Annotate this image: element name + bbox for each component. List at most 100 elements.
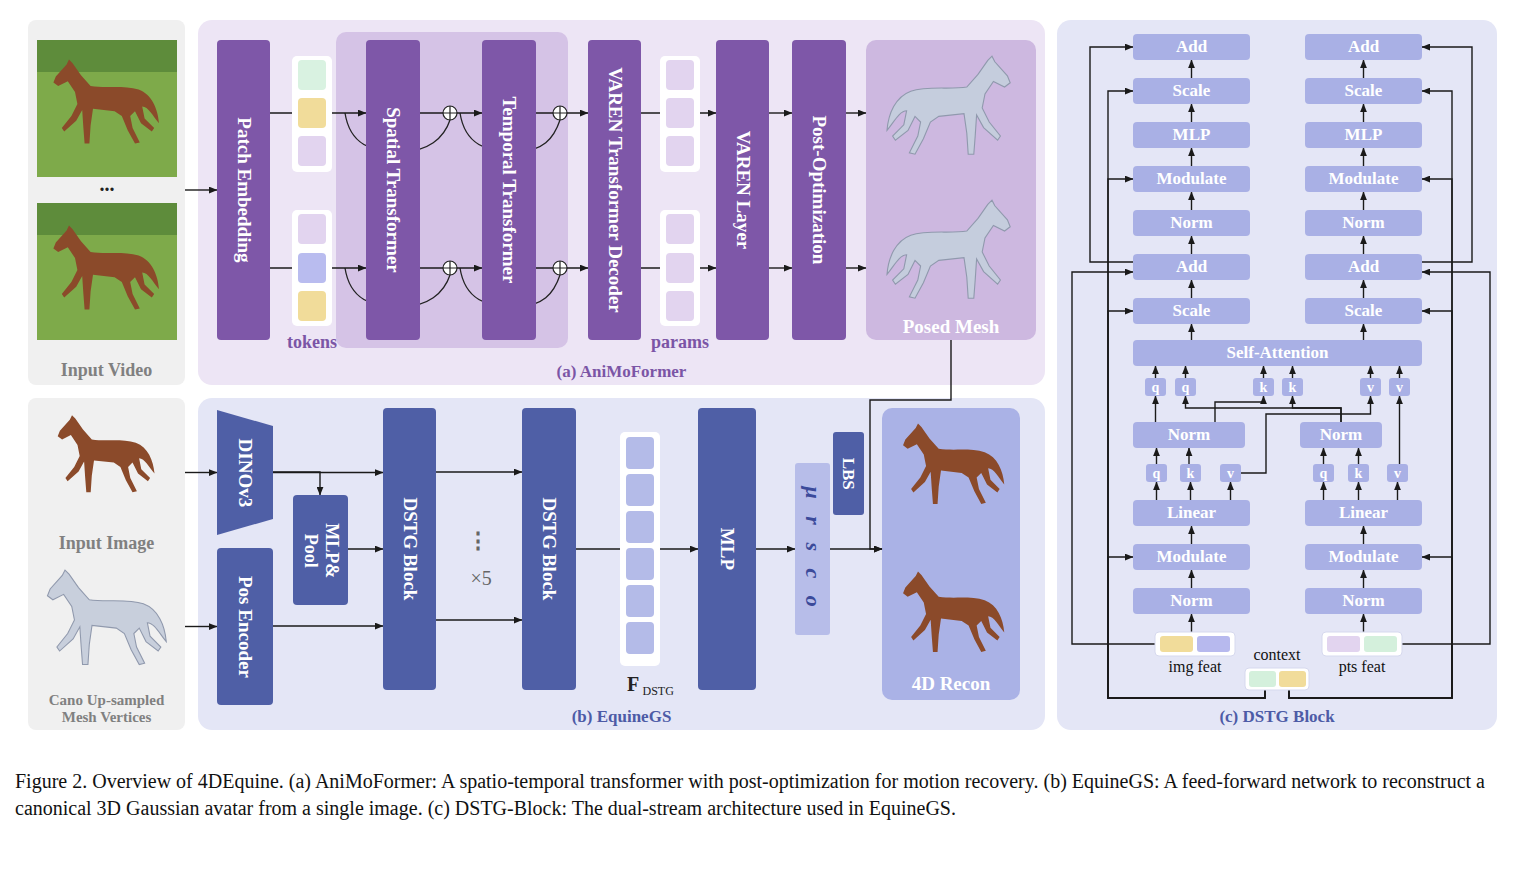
node-label: Self-Attention: [1227, 343, 1329, 363]
node-label: Linear: [1167, 503, 1216, 523]
node-label: Linear: [1339, 503, 1388, 523]
annotation-label: DSTG: [643, 685, 674, 699]
node-label: k: [1289, 380, 1297, 396]
qkv-chip: q: [1146, 464, 1167, 482]
node-label: q: [1153, 466, 1161, 482]
node-label: Add: [1348, 257, 1379, 277]
node-label: Scale: [1173, 301, 1211, 321]
text-holder: Spatial Transformer: [382, 45, 404, 335]
node-label: v: [1396, 380, 1403, 396]
text-holder: Add: [1133, 257, 1250, 277]
text-holder: k: [1253, 378, 1274, 396]
process-box: Norm: [1133, 422, 1245, 448]
output-panel: 4D Recon: [882, 408, 1020, 700]
node-label: Pos Encoder: [234, 575, 256, 677]
text-holder: Norm: [1305, 591, 1422, 611]
node-label: μ r s c o: [800, 486, 825, 612]
process-box: Norm: [1300, 422, 1382, 448]
node-label: Norm: [1320, 425, 1362, 445]
node-label: q: [1182, 380, 1190, 396]
trapezoid-shape: [217, 410, 273, 535]
node-label: v: [1227, 466, 1234, 482]
text-holder: MLP: [1133, 125, 1250, 145]
node-label: VAREN Layer: [732, 131, 754, 249]
node-label: (b) EquineGS: [198, 707, 1045, 727]
process-box: DSTG Block: [522, 408, 576, 690]
gaussian-params: μ r s c o: [795, 463, 830, 635]
text-holder: Norm: [1133, 591, 1250, 611]
node-label: Modulate: [1157, 169, 1227, 189]
process-box: Norm: [1133, 588, 1250, 614]
text-holder: k: [1282, 378, 1303, 396]
text-holder: DSTG: [643, 681, 674, 699]
text-holder: Norm: [1305, 213, 1422, 233]
text-holder: 4D Recon: [882, 673, 1020, 695]
text-holder: q: [1145, 378, 1166, 396]
text-holder: Scale: [1305, 81, 1422, 101]
node-label: 4D Recon: [882, 673, 1020, 695]
node-label: MLP: [716, 528, 738, 570]
text-holder: Modulate: [1305, 547, 1422, 567]
text-holder: Posed Mesh: [866, 316, 1036, 338]
text-holder: Cano Up-sampled Mesh Vertices: [32, 692, 182, 727]
node-label: Norm: [1168, 425, 1210, 445]
qkv-chip: v: [1387, 464, 1408, 482]
node-label: MLP& Pool: [300, 515, 341, 585]
process-box: Pos Encoder: [217, 548, 273, 705]
node-label: Patch Embedding: [233, 117, 255, 262]
output-panel: Posed Mesh: [866, 40, 1036, 340]
text-holder: Norm: [1133, 213, 1250, 233]
process-box: Patch Embedding: [217, 40, 270, 340]
qkv-chip: k: [1180, 464, 1201, 482]
text-holder: MLP& Pool: [300, 515, 341, 585]
process-box: VAREN Layer: [716, 40, 769, 340]
node-label: k: [1355, 466, 1363, 482]
process-box: LBS: [833, 432, 864, 515]
text-holder: params: [651, 332, 709, 353]
node-label: Norm: [1170, 213, 1212, 233]
process-box: Self-Attention: [1133, 340, 1422, 366]
text-holder: ...: [100, 173, 115, 196]
process-box: Norm: [1305, 588, 1422, 614]
process-box: MLP: [698, 408, 756, 690]
node-label: Norm: [1170, 591, 1212, 611]
text-holder: DSTG Block: [538, 413, 560, 685]
process-box: Modulate: [1305, 166, 1422, 192]
process-box: Norm: [1133, 210, 1250, 236]
node-label: DSTG Block: [399, 497, 421, 600]
qkv-chip: k: [1282, 378, 1303, 396]
qkv-chip: k: [1348, 464, 1369, 482]
feature-input: context: [1245, 668, 1309, 690]
feature-input: pts feat: [1322, 632, 1402, 656]
feature-input: img feat: [1155, 632, 1235, 656]
text-holder: v: [1389, 378, 1410, 396]
input-panel: Input ImageCano Up-sampled Mesh Vertices: [28, 398, 185, 730]
text-holder: v: [1387, 464, 1408, 482]
text-holder: (a) AniMoFormer: [198, 362, 1045, 382]
process-box: DSTG Block: [383, 408, 436, 690]
qkv-chip: v: [1389, 378, 1410, 396]
process-box: Norm: [1305, 210, 1422, 236]
node-label: Modulate: [1157, 547, 1227, 567]
annotation-label: ×5: [471, 567, 492, 590]
node-label: DINOv3: [234, 438, 256, 507]
process-box: MLP: [1133, 122, 1250, 148]
encoder-trapezoid: DINOv3: [217, 410, 273, 535]
text-holder: pts feat: [1312, 658, 1412, 676]
process-box: VAREN Transformer Decoder: [588, 40, 641, 340]
node-label: Post-Optimization: [808, 116, 830, 265]
node-label: LBS: [839, 457, 859, 489]
process-box: Spatial Transformer: [366, 40, 420, 340]
process-box: Scale: [1133, 298, 1250, 324]
figure-caption: Figure 2. Overview of 4DEquine. (a) AniM…: [15, 768, 1503, 822]
module-panel: (c) DSTG BlockAddAddScaleScaleMLPMLPModu…: [1057, 20, 1497, 730]
qkv-chip: q: [1313, 464, 1334, 482]
annotation-label: ...: [100, 173, 115, 196]
text-holder: (b) EquineGS: [198, 707, 1045, 727]
qkv-chip: v: [1220, 464, 1241, 482]
qkv-chip: k: [1253, 378, 1274, 396]
text-holder: LBS: [839, 437, 859, 510]
text-holder: Patch Embedding: [233, 45, 255, 335]
process-box: Linear: [1305, 500, 1422, 526]
